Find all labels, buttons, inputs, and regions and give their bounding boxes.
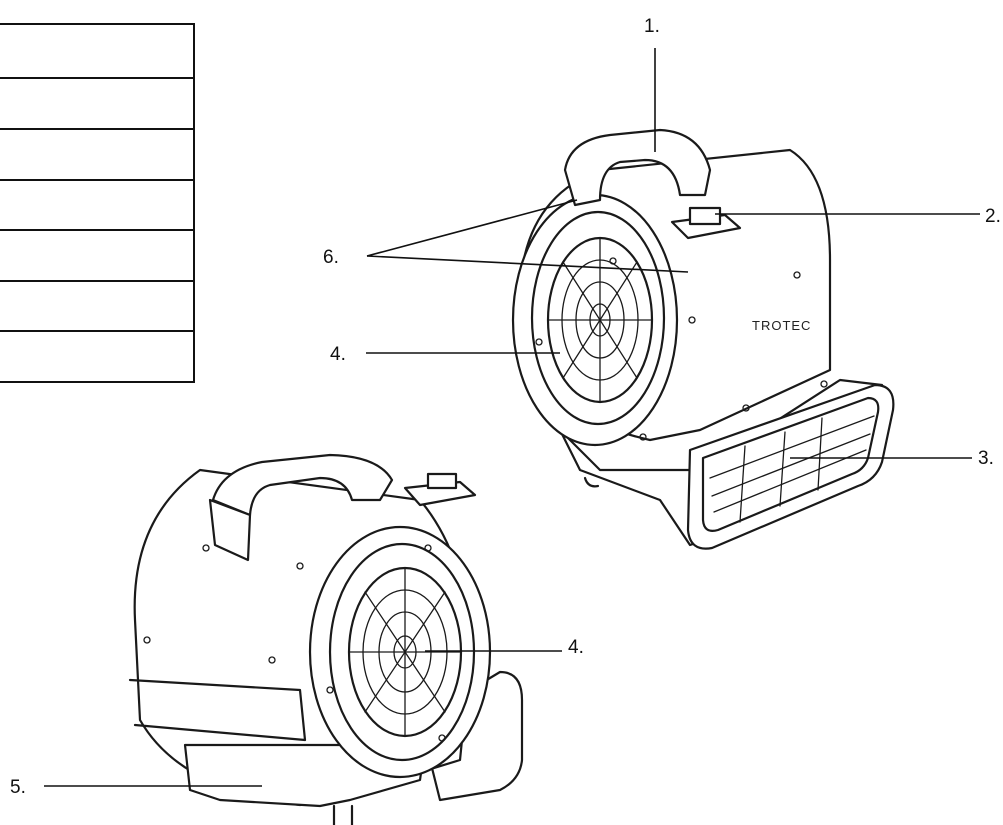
fan-guard-rear bbox=[347, 566, 463, 738]
callout-4-bottom: 4. bbox=[425, 637, 584, 658]
blower-front-view: TROTEC bbox=[511, 128, 895, 550]
callout-label-2: 2. bbox=[985, 206, 1001, 227]
legend-table bbox=[0, 23, 195, 383]
callout-label-5: 5. bbox=[10, 777, 26, 798]
callout-label-1: 1. bbox=[644, 16, 660, 37]
leader-line-6b bbox=[366, 255, 689, 273]
fan-guard-front bbox=[546, 236, 654, 404]
callout-6: 6. bbox=[323, 199, 689, 273]
callout-1: 1. bbox=[644, 16, 660, 152]
power-switch bbox=[670, 206, 742, 240]
callout-label-3: 3. bbox=[978, 448, 994, 469]
callout-5: 5. bbox=[10, 777, 262, 798]
callout-2: 2. bbox=[715, 206, 1001, 227]
callout-label-4-top: 4. bbox=[330, 344, 346, 365]
callout-label-4-bottom: 4. bbox=[568, 637, 584, 658]
callout-4-top: 4. bbox=[330, 344, 560, 365]
blower-rear-view bbox=[128, 453, 524, 825]
callout-label-6: 6. bbox=[323, 247, 339, 268]
power-switch-rear bbox=[403, 472, 477, 507]
air-outlet-grille bbox=[709, 415, 875, 523]
leader-line-6a bbox=[366, 199, 578, 257]
callout-3: 3. bbox=[790, 448, 994, 469]
brand-logo: TROTEC bbox=[752, 318, 811, 333]
